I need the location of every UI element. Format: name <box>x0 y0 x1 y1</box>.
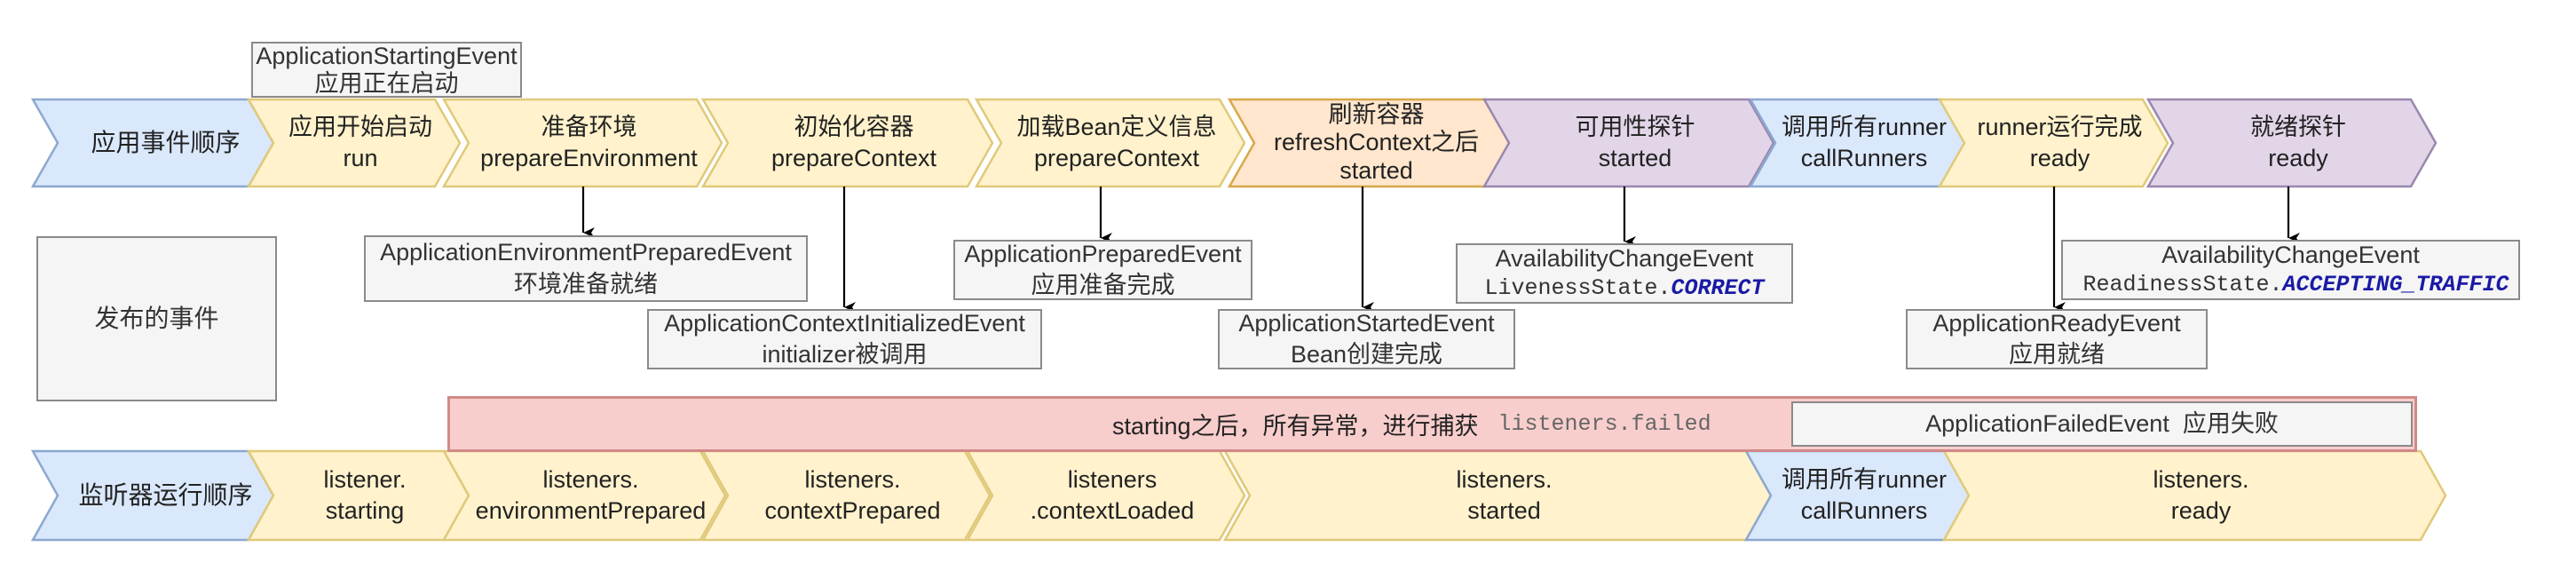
event-order-row <box>30 98 2438 188</box>
event-order-step-chevron <box>700 98 994 188</box>
event-order-step-chevron <box>441 98 723 188</box>
state-prefix: ReadinessState. <box>2082 272 2283 298</box>
event-context-initialized: ApplicationContextInitializedEvent initi… <box>647 309 1042 369</box>
event-desc: 应用准备完成 <box>1031 272 1175 298</box>
event-state: LivenessState.CORRECT <box>1484 274 1764 304</box>
listener-order-step-chevron <box>441 449 727 542</box>
event-name: AvailabilityChangeEvent <box>2161 242 2420 269</box>
event-order-step-chevron <box>1482 98 1775 188</box>
state-value: ACCEPTING_TRAFFIC <box>2282 272 2509 298</box>
event-application-starting: ApplicationStartingEvent 应用正在启动 <box>251 42 522 98</box>
event-liveness-change: AvailabilityChangeEvent LivenessState.CO… <box>1456 243 1793 304</box>
event-name: ApplicationFailedEvent 应用失败 <box>1925 409 2279 437</box>
event-order-step-chevron <box>1748 98 1967 188</box>
listener-order-step-chevron <box>700 449 992 542</box>
published-events-text: 发布的事件 <box>94 304 219 332</box>
state-prefix: LivenessState. <box>1484 275 1671 302</box>
event-application-failed: ApplicationFailedEvent 应用失败 <box>1791 401 2413 447</box>
event-name: ApplicationReadyEvent <box>1932 309 2181 337</box>
event-name: ApplicationEnvironmentPreparedEvent <box>380 239 792 266</box>
event-readiness-change: AvailabilityChangeEvent ReadinessState.A… <box>2061 240 2520 300</box>
event-order-step-chevron <box>1227 98 1513 188</box>
event-order-step-chevron <box>2145 98 2438 188</box>
event-order-step-chevron <box>1937 98 2169 188</box>
state-value: CORRECT <box>1671 275 1765 302</box>
listener-order-step-chevron <box>246 449 470 542</box>
event-order-header-chevron <box>30 98 275 188</box>
listener-order-step-chevron <box>1743 449 1972 542</box>
connectors <box>581 186 2300 313</box>
listener-order-step-chevron <box>1941 449 2447 542</box>
event-desc: 环境准备就绪 <box>514 270 658 297</box>
event-name: ApplicationContextInitializedEvent <box>664 309 1025 337</box>
listener-order-header-chevron <box>30 449 275 542</box>
event-name: ApplicationStartingEvent <box>256 43 518 70</box>
event-desc: Bean创建完成 <box>1290 341 1443 368</box>
event-prepared: ApplicationPreparedEvent 应用准备完成 <box>953 240 1252 300</box>
failure-band-text: starting之后，所有异常，进行捕获 listeners.failed <box>1112 396 1711 452</box>
event-desc: 应用就绪 <box>2009 341 2105 368</box>
listener-order-step-chevron <box>965 449 1246 542</box>
event-desc: initializer被调用 <box>762 341 928 368</box>
event-name: AvailabilityChangeEvent <box>1495 245 1754 273</box>
event-order-step-chevron <box>246 98 462 188</box>
event-order-step-chevron <box>974 98 1246 188</box>
event-name: ApplicationStartedEvent <box>1238 309 1495 337</box>
published-events-label: 发布的事件 <box>36 236 277 401</box>
event-name: ApplicationPreparedEvent <box>964 240 1242 267</box>
listener-order-row <box>30 449 2447 542</box>
event-started: ApplicationStartedEvent Bean创建完成 <box>1218 309 1515 369</box>
event-ready: ApplicationReadyEvent 应用就绪 <box>1906 309 2208 369</box>
event-environment-prepared: ApplicationEnvironmentPreparedEvent 环境准备… <box>364 235 808 302</box>
event-desc: 应用正在启动 <box>314 69 459 97</box>
event-state: ReadinessState.ACCEPTING_TRAFFIC <box>2082 271 2509 300</box>
failure-code: listeners.failed <box>1497 411 1711 437</box>
listener-order-step-chevron <box>1222 449 1773 542</box>
failure-description: starting之后，所有异常，进行捕获 <box>1112 413 1479 440</box>
